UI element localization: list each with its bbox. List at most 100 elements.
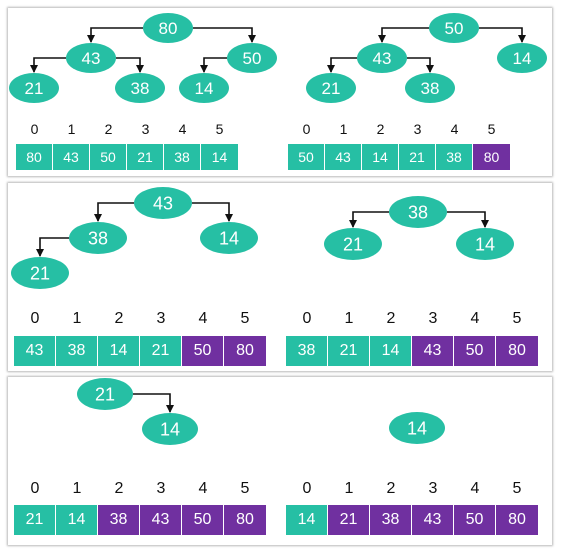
array-index-label: 2 bbox=[386, 310, 396, 327]
tree-edge bbox=[327, 57, 357, 73]
tree-edge bbox=[200, 57, 227, 73]
array-cell: 50 bbox=[288, 144, 325, 170]
tree-node-label: 80 bbox=[159, 19, 178, 38]
tree-edge bbox=[30, 57, 66, 73]
tree-edge bbox=[447, 211, 489, 228]
array-cell: 21 bbox=[140, 336, 182, 366]
array-index-label: 3 bbox=[156, 310, 166, 327]
array-cell-sorted: 21 bbox=[328, 505, 370, 535]
tree-node-label: 50 bbox=[445, 19, 464, 38]
tree-node bbox=[324, 228, 382, 260]
tree-node-label: 38 bbox=[131, 79, 150, 98]
tree-node bbox=[11, 257, 69, 289]
array-index-label: 4 bbox=[470, 480, 480, 497]
array-cell: 21 bbox=[127, 144, 164, 170]
panel-3-svg: 21 14 14 bbox=[77, 378, 445, 445]
array-cell: 38 bbox=[436, 144, 473, 170]
tree-node bbox=[429, 13, 479, 43]
array-index-label: 3 bbox=[428, 310, 438, 327]
tree-node-label: 21 bbox=[25, 79, 44, 98]
tree-node-label: 21 bbox=[322, 79, 341, 98]
array-index-label: 0 bbox=[302, 480, 312, 497]
array-index-label: 1 bbox=[344, 310, 354, 327]
array-index-label: 1 bbox=[339, 121, 348, 137]
array-cell-sorted: 80 bbox=[496, 505, 538, 535]
tree-node bbox=[142, 413, 198, 445]
array-cell-sorted: 50 bbox=[182, 505, 224, 535]
array-cell-sorted: 50 bbox=[454, 505, 496, 535]
tree-node-label: 14 bbox=[195, 79, 214, 98]
tree-edge bbox=[116, 57, 144, 73]
array-index-label: 2 bbox=[104, 121, 113, 137]
tree-node-label: 14 bbox=[475, 234, 495, 254]
tree-edge bbox=[87, 27, 143, 43]
array-cell: 21 bbox=[328, 336, 370, 366]
array-cell-sorted: 80 bbox=[473, 144, 510, 170]
array-index-label: 4 bbox=[470, 310, 480, 327]
tree-node bbox=[389, 412, 445, 444]
tree-node bbox=[66, 43, 116, 73]
tree-edge bbox=[36, 237, 69, 257]
array-index-label: 2 bbox=[386, 480, 396, 497]
array-index-label: 0 bbox=[30, 310, 40, 327]
array-index-label: 3 bbox=[413, 121, 422, 137]
array-cell-sorted: 38 bbox=[98, 505, 140, 535]
step-5-tree: 21 14 bbox=[77, 378, 198, 445]
array-cell: 38 bbox=[164, 144, 201, 170]
array-cell: 43 bbox=[325, 144, 362, 170]
tree-edge bbox=[407, 57, 434, 73]
tree-edge bbox=[349, 211, 389, 228]
tree-node bbox=[179, 73, 229, 103]
tree-node-label: 50 bbox=[243, 49, 262, 68]
array-cell: 43 bbox=[53, 144, 90, 170]
tree-edge bbox=[378, 27, 429, 43]
tree-edge bbox=[479, 27, 526, 43]
tree-node bbox=[115, 73, 165, 103]
array-cell: 14 bbox=[201, 144, 238, 170]
array-index-label: 5 bbox=[487, 121, 496, 137]
array-cell: 80 bbox=[16, 144, 53, 170]
array-index-label: 0 bbox=[30, 121, 39, 137]
array-cell-sorted: 43 bbox=[140, 505, 182, 535]
tree-node-label: 14 bbox=[407, 418, 427, 438]
array-index-label: 5 bbox=[512, 480, 522, 497]
array-index-label: 0 bbox=[302, 121, 311, 137]
tree-node bbox=[405, 73, 455, 103]
array-cell-sorted: 50 bbox=[454, 336, 496, 366]
array-index-label: 2 bbox=[376, 121, 385, 137]
tree-node bbox=[9, 73, 59, 103]
array-index-label: 1 bbox=[67, 121, 76, 137]
tree-edge bbox=[193, 27, 256, 43]
array-index-label: 4 bbox=[178, 121, 187, 137]
tree-node-label: 43 bbox=[153, 193, 173, 213]
array-index-label: 3 bbox=[428, 480, 438, 497]
array-index-label: 4 bbox=[198, 480, 208, 497]
tree-node-label: 21 bbox=[95, 384, 115, 404]
tree-node bbox=[357, 43, 407, 73]
array-cell: 43 bbox=[14, 336, 56, 366]
array-index-label: 5 bbox=[240, 310, 250, 327]
array-index-label: 2 bbox=[114, 480, 124, 497]
array-index-label: 1 bbox=[72, 310, 82, 327]
tree-node bbox=[69, 222, 127, 254]
array-cell: 14 bbox=[362, 144, 399, 170]
tree-node bbox=[143, 13, 193, 43]
tree-node-label: 43 bbox=[373, 49, 392, 68]
tree-edge bbox=[133, 393, 174, 413]
array-cell: 14 bbox=[370, 336, 412, 366]
tree-node-label: 14 bbox=[160, 419, 180, 439]
array-cell: 14 bbox=[56, 505, 98, 535]
array-cell: 14 bbox=[286, 505, 328, 535]
array-cell-sorted: 50 bbox=[182, 336, 224, 366]
tree-node bbox=[77, 378, 133, 410]
array-index-label: 0 bbox=[30, 480, 40, 497]
tree-node bbox=[200, 222, 258, 254]
tree-node-label: 14 bbox=[219, 228, 239, 248]
array-cell-sorted: 80 bbox=[496, 336, 538, 366]
array-index-label: 5 bbox=[512, 310, 522, 327]
